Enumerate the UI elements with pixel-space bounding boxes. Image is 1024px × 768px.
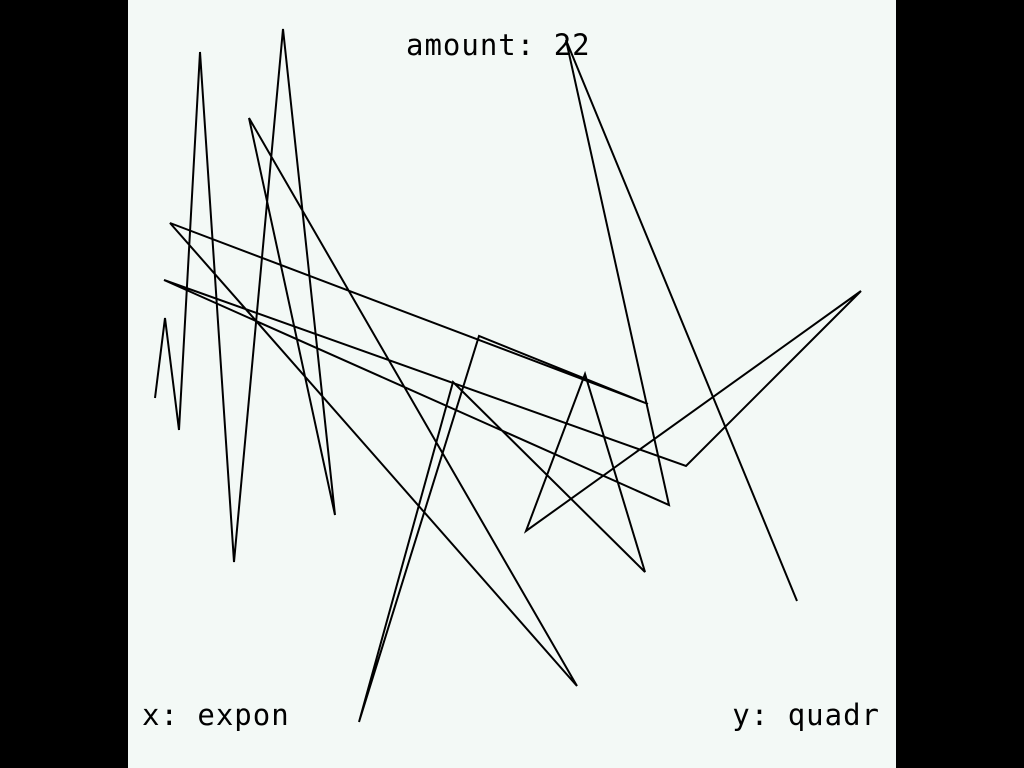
polyline-figure <box>128 0 896 768</box>
canvas-background <box>128 0 896 768</box>
x-mode-prefix: x: <box>142 698 198 732</box>
amount-value: 22 <box>553 28 591 62</box>
amount-prefix: amount: <box>406 28 554 62</box>
y-mode-readout: y: quadr <box>732 701 880 730</box>
y-mode-prefix: y: <box>732 698 788 732</box>
x-mode-readout: x: expon <box>142 701 290 730</box>
zigzag-polyline <box>154 28 862 723</box>
x-mode-value: expon <box>197 698 290 732</box>
amount-readout: amount: 22 <box>406 31 591 60</box>
y-mode-value: quadr <box>787 698 880 732</box>
drawing-canvas: amount: 22 x: expon y: quadr <box>128 0 896 768</box>
